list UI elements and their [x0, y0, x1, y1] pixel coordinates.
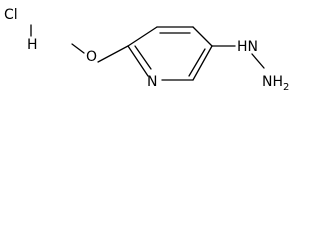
hydrazine-h2-label: H [272, 74, 283, 90]
hydrazine-n2-label: N [262, 74, 272, 90]
chemical-structure-canvas: Cl H O N HN NH2 [0, 0, 296, 123]
ring-bond-c2-c3 [127, 26, 158, 47]
o-c2-bond [97, 45, 129, 63]
hydrazine-subscript-2: 2 [283, 82, 289, 93]
ring-bond-c5-c6 [192, 45, 213, 81]
hydrazine-nh-label: HN [237, 39, 258, 55]
hydrazine-h-label: H [237, 39, 248, 55]
n-n-bond [251, 53, 265, 69]
ring-nitrogen-label: N [147, 74, 157, 90]
ring-bond-c5-c6-inner [188, 48, 206, 77]
chlorine-atom-label: Cl [4, 7, 18, 23]
methyl-o-bond [71, 43, 85, 54]
hydrazine-nh2-label: NH2 [262, 74, 289, 93]
ring-bond-n1-c2 [127, 45, 149, 77]
hydrogen-atom-label: H [27, 37, 38, 53]
methoxy-oxygen-label: O [86, 49, 97, 65]
ring-bond-c4-c5 [192, 26, 213, 47]
molecule-drawing: Cl H O N HN NH2 [4, 7, 289, 93]
hydrazine-n1-label: N [248, 39, 258, 55]
ring-bond-n1-c2-inner [134, 45, 152, 70]
